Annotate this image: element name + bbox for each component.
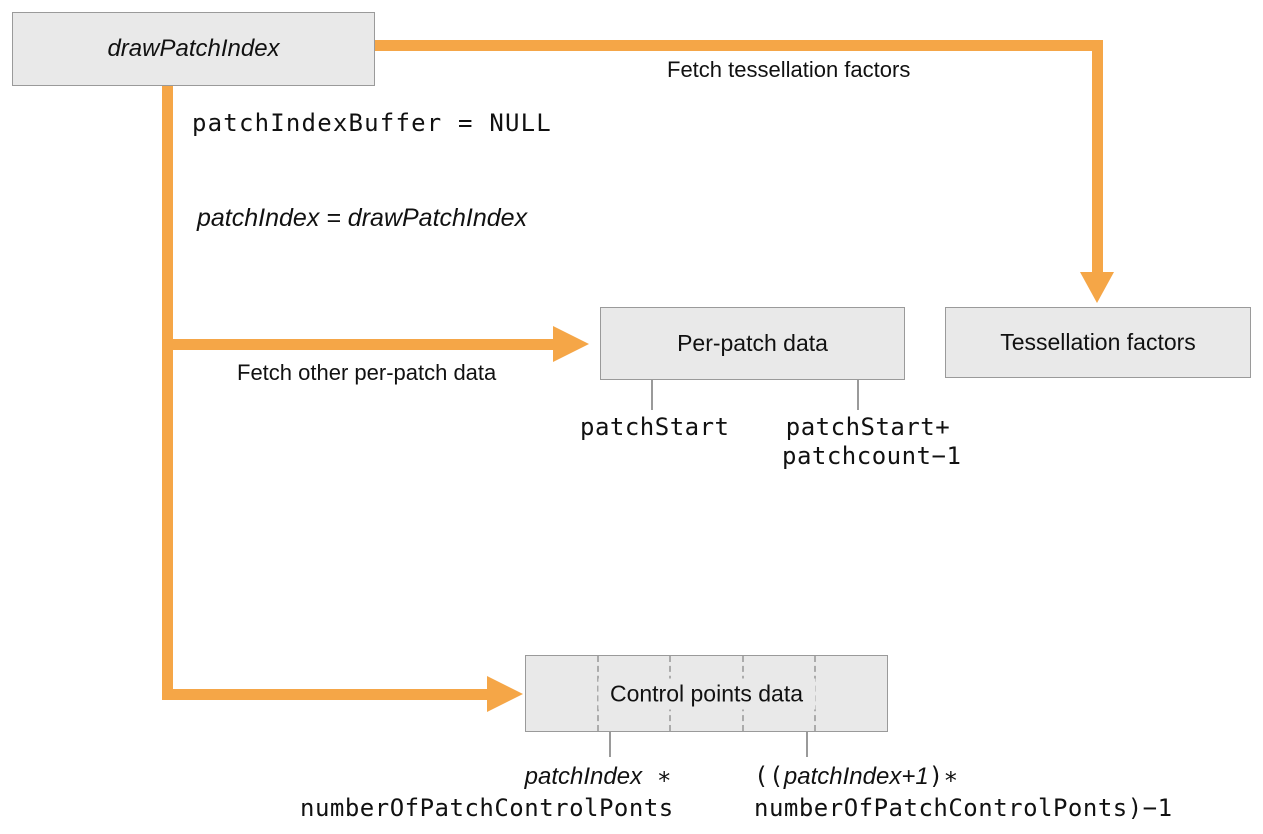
arrowhead-right-per-patch-icon [553,326,589,362]
annotation-patch-end: patchStart+ patchcount−1 [782,413,961,471]
box-control-points-data-label: Control points data [597,678,816,709]
tick-patch-end [857,380,859,410]
annotation-control-start-line2: numberOfPatchControlPonts [300,794,674,822]
control-points-cell [526,656,599,731]
label-fetch-tessellation: Fetch tessellation factors [667,57,911,82]
control-points-cell [816,656,887,731]
control-points-cell [744,656,817,731]
tick-control-end [806,732,808,757]
statement-patch-index-buffer: patchIndexBuffer = NULL [192,109,552,137]
annotation-patch-end-line1: patchStart+ [785,413,951,441]
annotation-control-start-var: patchIndex [524,763,643,790]
connector-fetch-per-patch [162,339,554,350]
box-draw-patch-index-label: drawPatchIndex [107,35,280,62]
box-per-patch-data: Per-patch data [600,307,905,380]
connector-fetch-tessellation-horizontal [375,40,1103,51]
box-control-points-data: Control points data [525,655,888,732]
connector-control-points [162,689,488,700]
statement-patch-index-assign: patchIndex = drawPatchIndex [197,204,528,232]
annotation-control-end-suffix: )∗ [928,762,959,790]
box-per-patch-data-label: Per-patch data [677,330,828,356]
arrowhead-down-icon [1080,272,1114,303]
connector-fetch-tessellation-vertical [1092,40,1103,273]
box-draw-patch-index: drawPatchIndex [12,12,375,86]
annotation-control-start-op: ∗ [642,762,672,790]
arrowhead-right-control-points-icon [487,676,523,712]
annotation-patch-start: patchStart [580,413,730,441]
tick-control-start [609,732,611,757]
annotation-control-start: patchIndex ∗ numberOfPatchControlPonts [300,762,674,826]
annotation-control-end-var: patchIndex+1 [783,763,929,790]
box-tessellation-factors-label: Tessellation factors [1000,329,1196,355]
tick-patch-start [651,380,653,410]
annotation-control-end-line2: numberOfPatchControlPonts)−1 [754,794,1173,822]
label-fetch-per-patch: Fetch other per-patch data [237,360,497,385]
box-tessellation-factors: Tessellation factors [945,307,1251,378]
annotation-control-end: ((patchIndex+1)∗ numberOfPatchControlPon… [754,762,1173,826]
connector-trunk-vertical [162,86,173,700]
annotation-patch-end-line2: patchcount−1 [782,442,962,470]
annotation-control-end-prefix: (( [754,762,784,790]
